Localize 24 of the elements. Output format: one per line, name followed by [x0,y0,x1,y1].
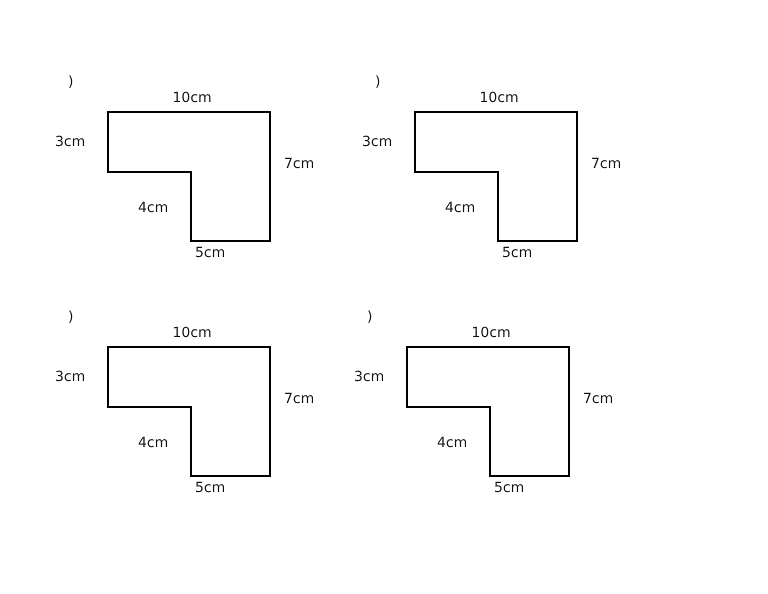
dimension-label: 4cm [138,200,168,216]
dimension-label: 3cm [55,369,86,385]
dimension-label: 7cm [591,156,622,172]
dimension-label: 5cm [195,480,226,496]
dimension-label: 10cm [472,325,511,341]
dimension-label: 10cm [172,325,212,341]
dimension-label: 7cm [284,156,314,172]
dimension-label: 4cm [437,435,468,451]
question-marker: ) [68,309,74,325]
dimension-label: 7cm [284,391,314,407]
dimension-label: 5cm [195,245,226,261]
dimension-label: 10cm [480,90,519,106]
question-marker: ) [367,309,372,325]
dimension-label: 3cm [55,134,86,150]
dimension-label: 3cm [362,134,392,150]
dimension-label: 7cm [583,391,614,407]
dimension-label: 5cm [494,480,524,496]
dimension-label: 5cm [502,245,532,261]
question-marker: ) [375,74,380,90]
dimension-label: 3cm [354,369,384,385]
dimension-label: 10cm [172,90,212,106]
dimension-label: 4cm [138,435,168,451]
question-marker: ) [68,74,74,90]
dimension-label: 4cm [445,200,476,216]
